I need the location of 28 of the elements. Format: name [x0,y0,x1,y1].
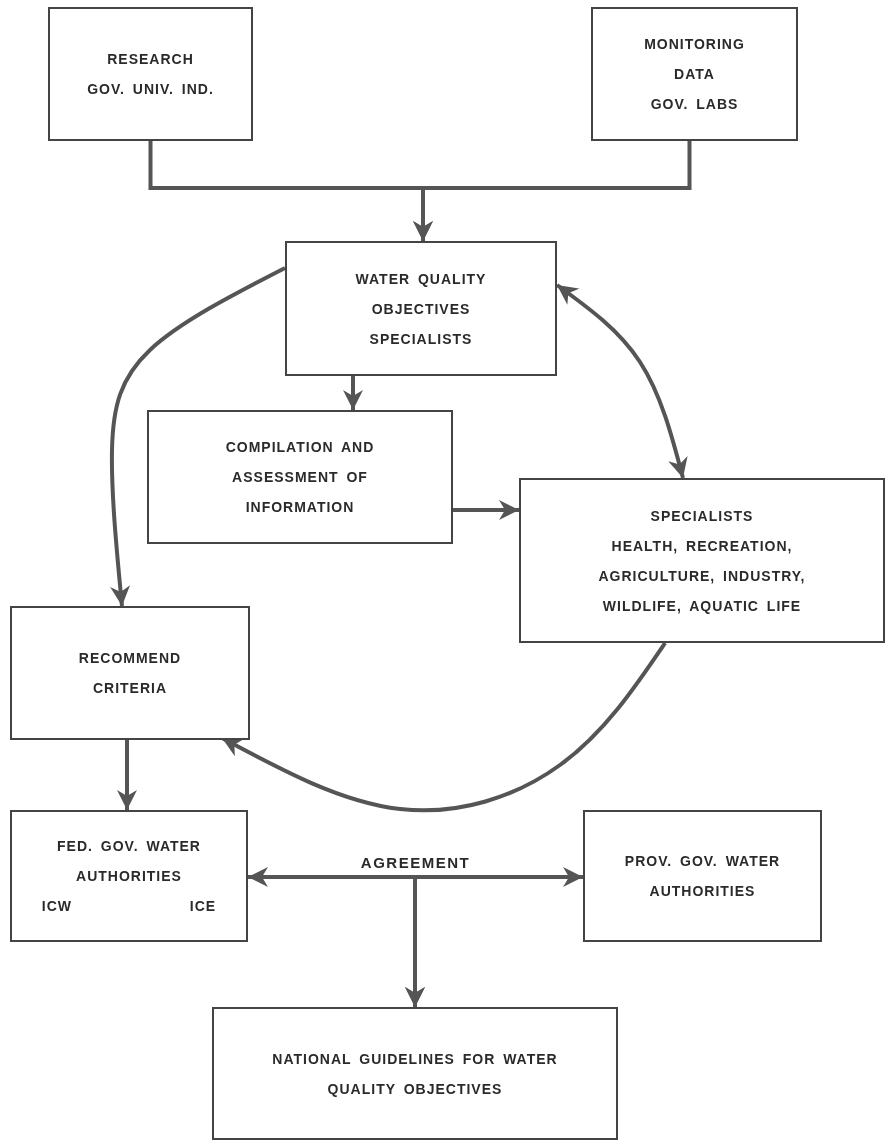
box-text: GOV. LABS [650,95,739,114]
connector-line [221,641,667,813]
process-box [583,810,822,942]
box-text: PROV. GOV. WATER AUTHORITIES [623,852,782,901]
box-heading: MONITORING DATA [643,35,746,84]
connector-line [343,376,363,410]
connector-line [453,500,519,520]
box-text: RECOMMEND CRITERIA [77,649,183,698]
box-text: HEALTH, RECREATION, AGRICULTURE, INDUSTRY, WILDLIFE, AQUATIC LIFE [597,536,807,616]
connector-line [109,266,286,607]
process-box [212,1007,618,1140]
box-heading: RESEARCH [107,50,194,69]
process-box [10,606,250,740]
box-text: GOV. UNIV. IND. [87,80,214,99]
box-text: FED. GOV. WATER AUTHORITIES [56,837,202,886]
process-box [147,410,453,544]
box-text: COMPILATION AND ASSESSMENT OF INFORMATION [224,438,376,517]
box-text: ICE [189,897,217,916]
box-heading: SPECIALISTS [650,506,754,526]
process-box [519,478,885,643]
process-box [48,7,253,141]
box-text: NATIONAL GUIDELINES FOR WATER QUALITY OBJECTIVES [271,1049,559,1099]
box-text: WATER QUALITY OBJECTIVES SPECIALISTS [354,269,488,349]
process-box [10,810,248,942]
box-text: ICW [41,897,72,916]
process-box [591,7,798,141]
process-box [285,241,557,376]
connector-line [117,740,137,810]
